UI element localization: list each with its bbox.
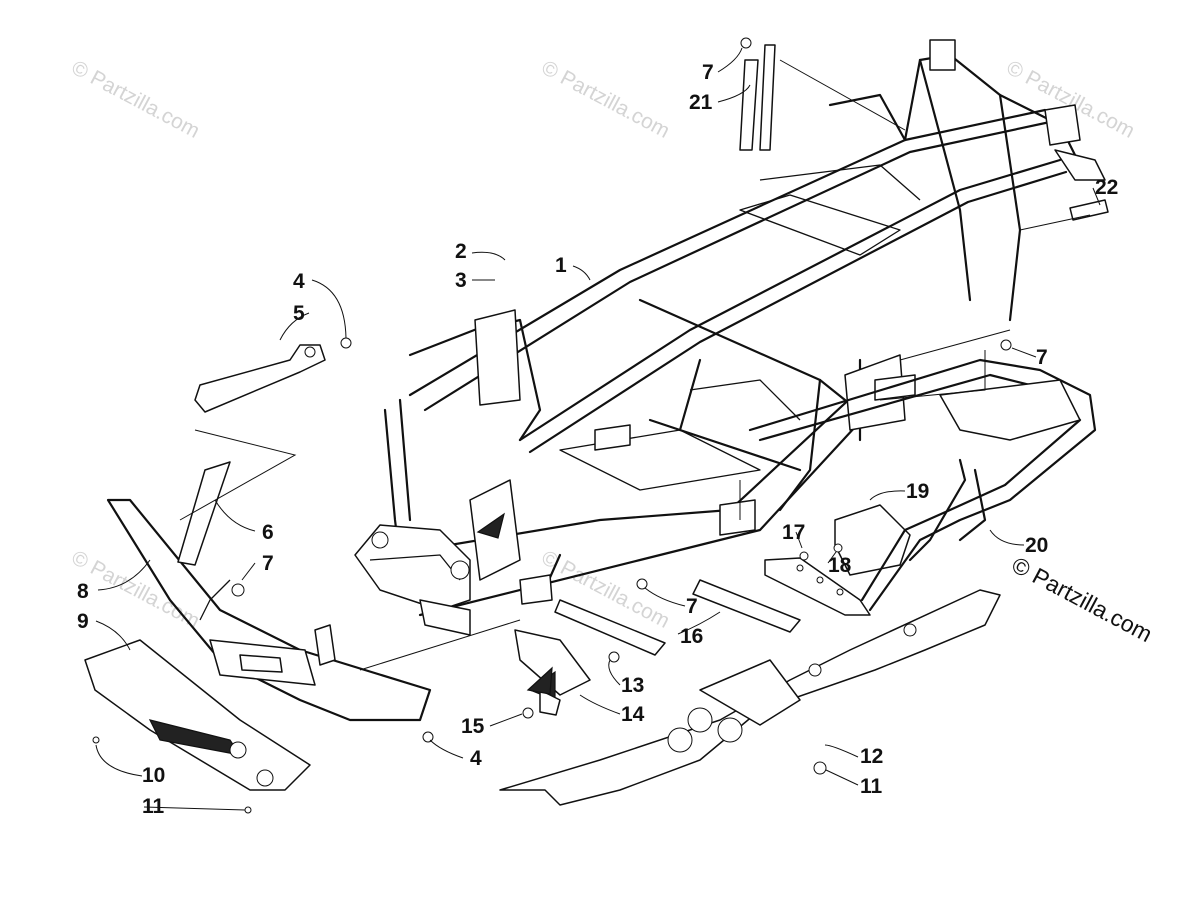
arrow-marker-icon <box>526 666 553 695</box>
lower-parts-illustration <box>499 44 1109 806</box>
callout-22: 22 <box>1095 176 1118 199</box>
callout-10: 10 <box>142 764 165 787</box>
callout-4: 4 <box>470 747 482 770</box>
watermark: © Partzilla.com <box>538 56 674 143</box>
callout-18: 18 <box>828 554 852 577</box>
callout-12: 12 <box>860 745 883 768</box>
callout-19: 19 <box>906 480 929 503</box>
callout-7: 7 <box>686 595 698 618</box>
callout-21: 21 <box>689 91 713 114</box>
callout-11: 11 <box>142 795 165 818</box>
callout-13: 13 <box>621 674 644 697</box>
callout-3: 3 <box>455 269 467 292</box>
callout-4: 4 <box>293 270 305 293</box>
callout-1: 1 <box>555 254 567 277</box>
main-frame-illustration <box>354 39 1106 636</box>
watermark-group: © Partzilla.com © Partzilla.com © Partzi… <box>68 56 1139 633</box>
watermark: © Partzilla.com <box>68 56 204 143</box>
callout-11: 11 <box>860 775 883 798</box>
callout-9: 9 <box>77 610 89 633</box>
hardware-illustration <box>92 37 1012 814</box>
callout-8: 8 <box>77 580 89 603</box>
front-bumper-illustration <box>84 344 432 791</box>
arrow-marker-icon <box>476 512 505 539</box>
callout-17: 17 <box>782 521 805 544</box>
callout-2: 2 <box>455 240 467 263</box>
callout-labels: 1 2 3 4 5 6 7 8 9 10 11 4 15 14 13 7 16 … <box>77 61 1118 818</box>
callout-7: 7 <box>702 61 714 84</box>
callout-14: 14 <box>621 703 645 726</box>
callout-6: 6 <box>262 521 274 544</box>
leader-lines <box>95 47 1101 811</box>
callout-7: 7 <box>262 552 274 575</box>
callout-15: 15 <box>461 715 485 738</box>
callout-5: 5 <box>293 302 305 325</box>
brand-watermark: © Partzilla.com <box>1008 551 1157 647</box>
callout-7: 7 <box>1036 346 1048 369</box>
callout-20: 20 <box>1025 534 1048 557</box>
callout-16: 16 <box>680 625 703 648</box>
